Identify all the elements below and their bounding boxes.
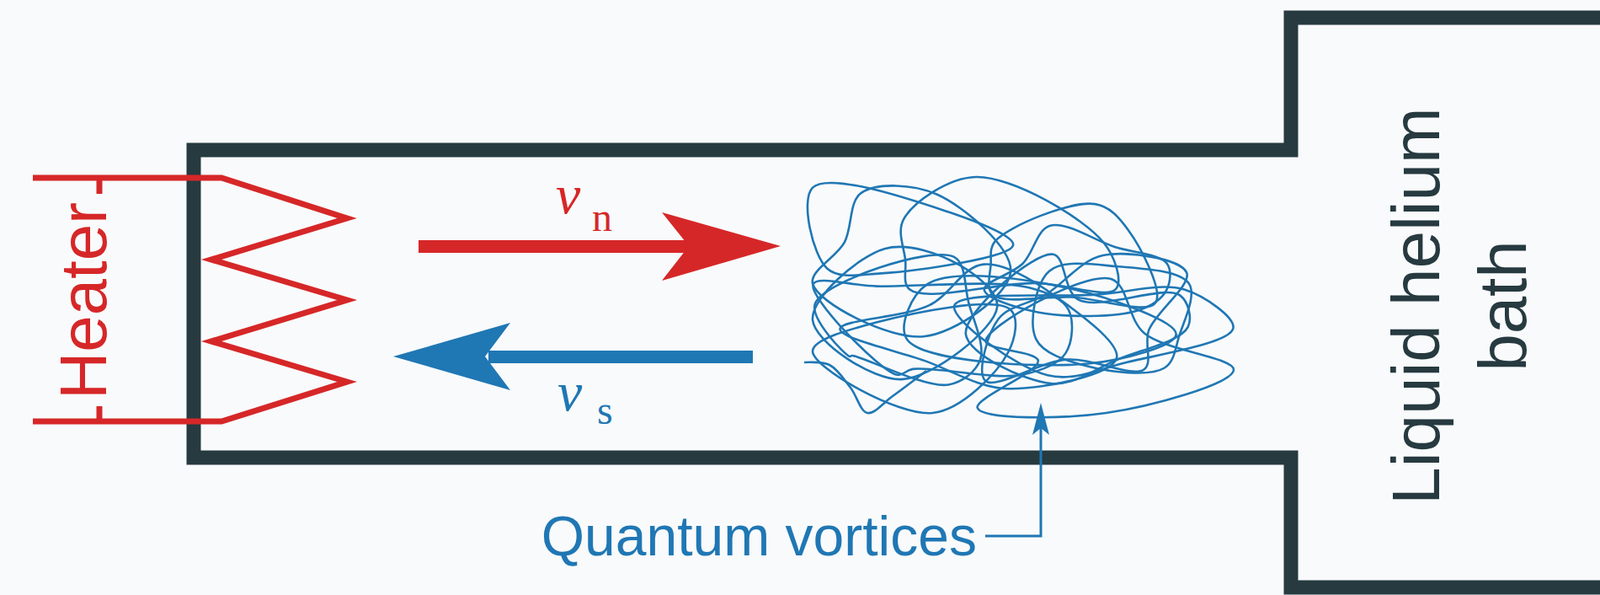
vortex-line (812, 280, 1072, 376)
channel-wall (193, 17, 1600, 587)
heater-symbol (32, 175, 347, 424)
vortex-tangle (804, 176, 1234, 417)
vortex-line (804, 362, 927, 413)
vortex-line (988, 203, 1158, 308)
bath-container: Liquid helium bath (1305, 16, 1592, 582)
velocity-symbol: v (555, 166, 581, 223)
vortex-line (977, 277, 1234, 417)
vortex-line (812, 304, 1016, 413)
velocity-symbol: v (557, 363, 582, 420)
vortex-line (812, 246, 998, 379)
vortex-line (807, 182, 1014, 276)
heater-label: Heater (50, 202, 117, 400)
bath-label: Liquid helium bath (1372, 69, 1547, 542)
vortex-line (981, 253, 1187, 383)
velocity-subscript: n (592, 197, 613, 238)
vortex-line (812, 185, 1011, 336)
leader-line (985, 402, 1050, 536)
callout-label: Quantum vortices (541, 507, 977, 564)
vortex-line (965, 254, 1190, 384)
velocity-subscript: s (597, 389, 614, 431)
